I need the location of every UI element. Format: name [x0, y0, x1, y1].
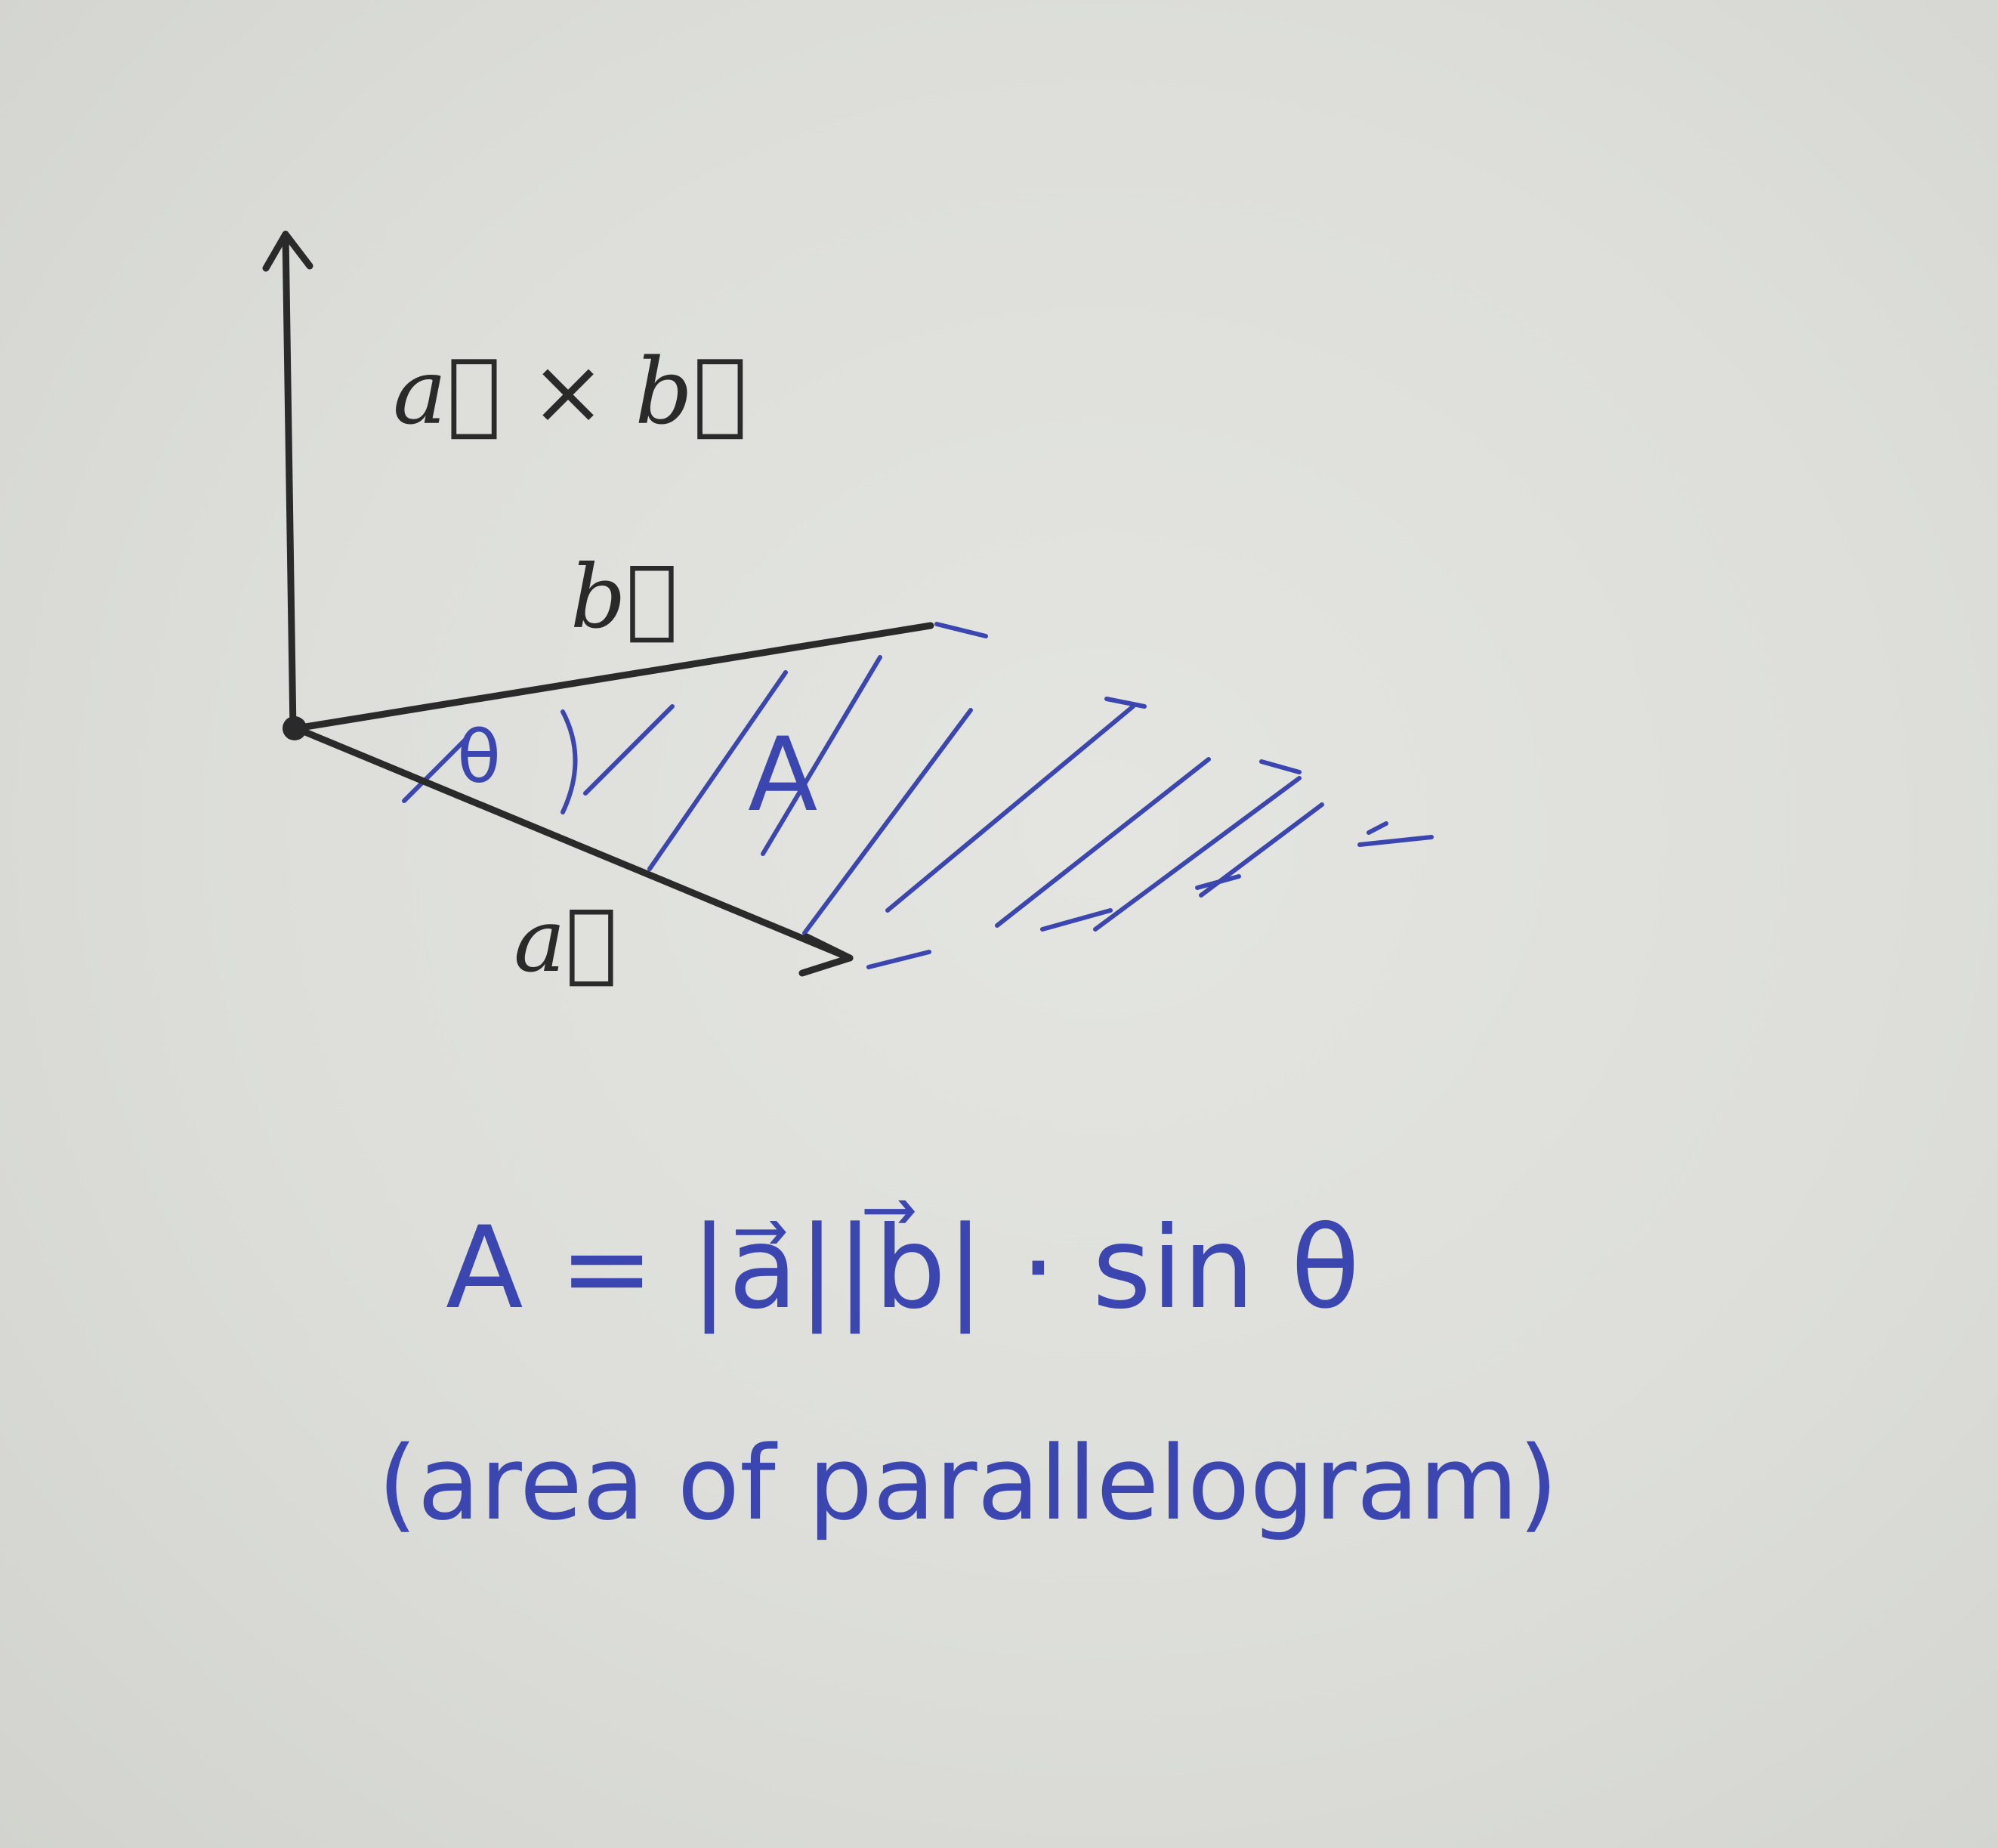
angle-label: θ	[457, 716, 501, 799]
hatch-stroke	[995, 757, 1211, 928]
vector-a-label: a⃗	[514, 891, 618, 992]
parallelogram-hatching	[402, 655, 1434, 969]
area-formula: A = |a⃗||b⃗| · sin θ	[446, 1201, 1360, 1334]
hatch-stroke	[866, 950, 931, 969]
cross-product-vector	[262, 230, 313, 735]
vector-b-label: b⃗	[570, 547, 678, 648]
hatch-stroke	[402, 734, 471, 803]
hatch-stroke	[1093, 776, 1302, 932]
hatch-stroke	[1195, 874, 1241, 890]
hatch-stroke	[1259, 759, 1302, 774]
vector-a	[292, 725, 854, 977]
vector-b	[292, 622, 988, 732]
hatch-stroke	[1366, 821, 1388, 835]
cross-product-label: a⃗ × b⃗	[393, 340, 747, 445]
hatch-stroke	[1040, 908, 1113, 932]
hatch-stroke	[583, 704, 675, 796]
hatch-stroke	[802, 708, 973, 935]
formula-caption: (area of parallelogram)	[378, 1424, 1558, 1543]
origin-point	[283, 716, 307, 740]
hatch-stroke	[1104, 697, 1147, 709]
hatch-stroke	[647, 670, 788, 871]
hatch-stroke	[885, 704, 1135, 913]
hatch-stroke	[1357, 835, 1434, 847]
area-label: A	[748, 715, 817, 834]
angle-arc	[560, 709, 578, 814]
hatch-stroke	[761, 655, 882, 856]
